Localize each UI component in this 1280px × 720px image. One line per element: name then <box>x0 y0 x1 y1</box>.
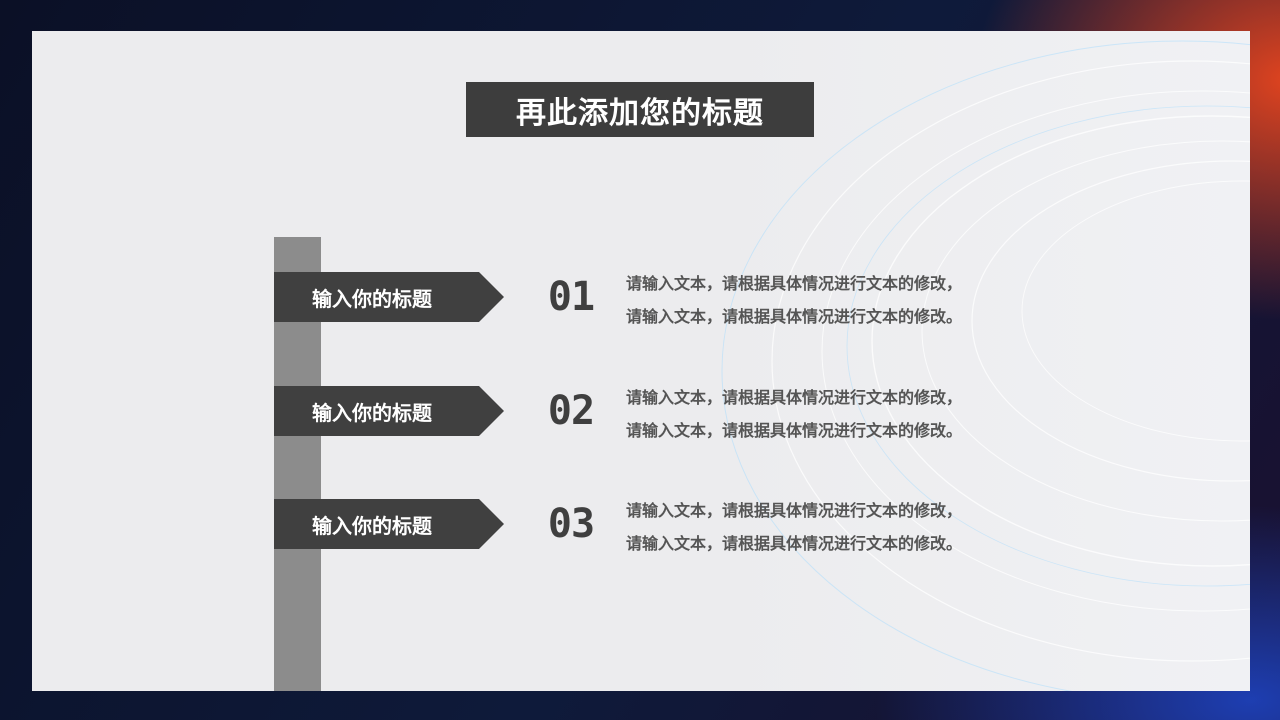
item-title-tag: 输入你的标题 <box>274 386 504 436</box>
item-description: 请输入文本，请根据具体情况进行文本的修改， 请输入文本，请根据具体情况进行文本的… <box>626 267 1046 333</box>
page-title: 再此添加您的标题 <box>466 82 814 137</box>
description-line: 请输入文本，请根据具体情况进行文本的修改， <box>626 388 963 407</box>
item-title-tag: 输入你的标题 <box>274 272 504 322</box>
description-line: 请输入文本，请根据具体情况进行文本的修改。 <box>626 421 963 440</box>
item-description: 请输入文本，请根据具体情况进行文本的修改， 请输入文本，请根据具体情况进行文本的… <box>626 494 1046 560</box>
list-item: 输入你的标题 01 请输入文本，请根据具体情况进行文本的修改， 请输入文本，请根… <box>274 272 1054 326</box>
description-line: 请输入文本，请根据具体情况进行文本的修改。 <box>626 307 963 326</box>
list-item: 输入你的标题 03 请输入文本，请根据具体情况进行文本的修改， 请输入文本，请根… <box>274 499 1054 553</box>
item-number: 02 <box>547 388 595 434</box>
item-number: 03 <box>547 501 595 547</box>
list-item: 输入你的标题 02 请输入文本，请根据具体情况进行文本的修改， 请输入文本，请根… <box>274 386 1054 440</box>
item-number: 01 <box>547 274 595 320</box>
description-line: 请输入文本，请根据具体情况进行文本的修改。 <box>626 534 963 553</box>
item-description: 请输入文本，请根据具体情况进行文本的修改， 请输入文本，请根据具体情况进行文本的… <box>626 381 1046 447</box>
description-line: 请输入文本，请根据具体情况进行文本的修改， <box>626 501 963 520</box>
item-title-tag: 输入你的标题 <box>274 499 504 549</box>
slide-panel: 再此添加您的标题 输入你的标题 01 请输入文本，请根据具体情况进行文本的修改，… <box>32 31 1250 691</box>
description-line: 请输入文本，请根据具体情况进行文本的修改， <box>626 274 963 293</box>
